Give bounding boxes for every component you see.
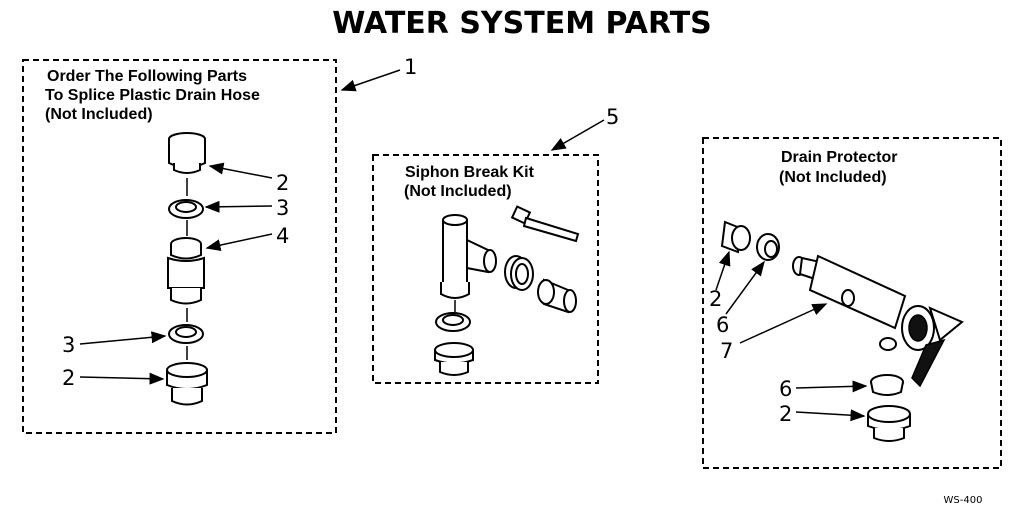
callout-6: 6 bbox=[716, 313, 729, 337]
callout-2: 2 bbox=[276, 171, 289, 195]
drawing-code: WS-400 bbox=[944, 495, 983, 506]
tie-strap-part bbox=[510, 205, 580, 243]
drain-group-box bbox=[702, 137, 1002, 469]
drain-label-line-1: Drain Protector bbox=[781, 149, 897, 166]
adapter-part bbox=[168, 132, 206, 174]
callout-5-arrow bbox=[550, 119, 605, 151]
splice-label-line-2: To Splice Plastic Drain Hose bbox=[45, 87, 260, 104]
coupling-part bbox=[167, 237, 205, 305]
clamp-part bbox=[504, 255, 534, 291]
splice-label-line-3: (Not Included) bbox=[45, 106, 153, 123]
splice-group-box bbox=[22, 59, 337, 434]
callout-3: 3 bbox=[62, 333, 75, 357]
clamp-ring-part bbox=[870, 374, 904, 396]
adapter-part bbox=[867, 405, 911, 442]
clamp-ring-part bbox=[168, 199, 204, 219]
siphon-group-box bbox=[372, 154, 599, 384]
adapter-part bbox=[166, 362, 208, 406]
clamp-ring-part bbox=[435, 312, 471, 332]
callout-6: 6 bbox=[779, 377, 792, 401]
callout-2: 2 bbox=[779, 402, 792, 426]
drain-label-line-2: (Not Included) bbox=[779, 169, 887, 186]
callout-2: 2 bbox=[62, 366, 75, 390]
clamp-ring-part bbox=[168, 324, 204, 344]
callout-4: 4 bbox=[276, 224, 289, 248]
clamp-ring-part bbox=[756, 233, 780, 261]
siphon-tee-part bbox=[440, 214, 497, 299]
callout-1-arrow bbox=[340, 69, 401, 92]
siphon-label-line-2: (Not Included) bbox=[404, 183, 512, 200]
callout-5: 5 bbox=[606, 105, 619, 129]
callout-2: 2 bbox=[709, 287, 722, 311]
hose-end-part bbox=[537, 278, 577, 314]
adapter-part bbox=[720, 220, 751, 254]
splice-label-line-1: Order The Following Parts bbox=[47, 68, 247, 85]
adapter-part bbox=[434, 342, 474, 376]
callout-3: 3 bbox=[276, 196, 289, 220]
page-title: WATER SYSTEM PARTS bbox=[332, 6, 712, 41]
siphon-label-line-1: Siphon Break Kit bbox=[405, 164, 535, 181]
callout-1: 1 bbox=[404, 55, 417, 79]
callout-7: 7 bbox=[720, 339, 733, 363]
drain-protector-body-part bbox=[792, 254, 964, 388]
